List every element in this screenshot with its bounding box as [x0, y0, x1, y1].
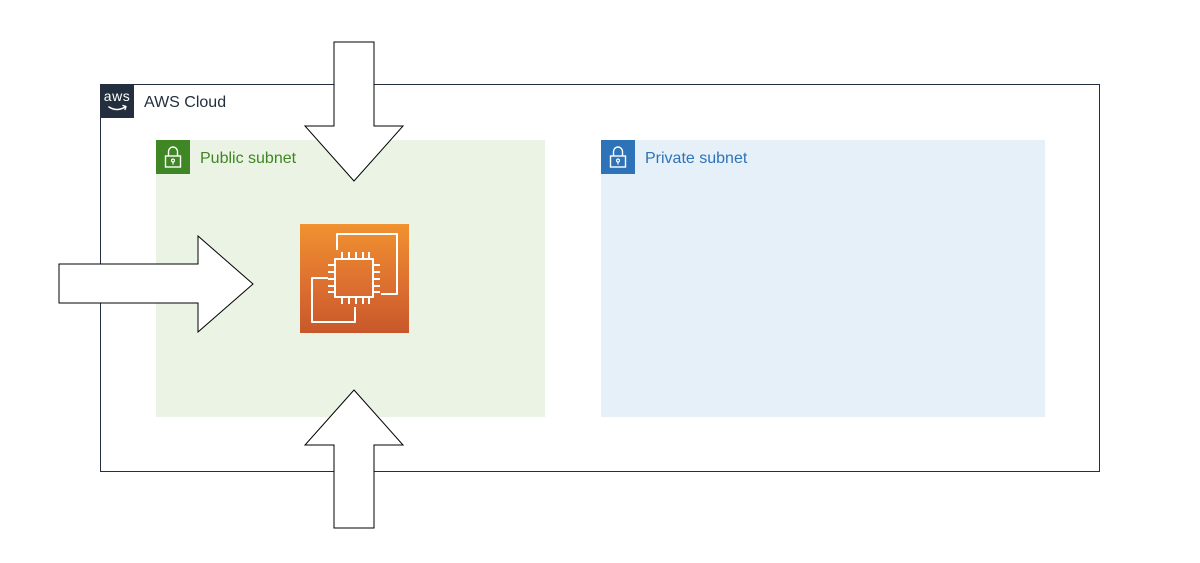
- arrow-right-icon[interactable]: [58, 234, 254, 334]
- public-subnet-label: Public subnet: [200, 150, 297, 167]
- aws-logo-icon: aws: [100, 84, 134, 118]
- arrow-down-icon[interactable]: [303, 41, 405, 182]
- arrow-up-icon[interactable]: [303, 389, 405, 529]
- ec2-instance-icon[interactable]: [300, 224, 409, 333]
- public-subnet-lock-icon: [156, 140, 190, 174]
- lock-icon: [609, 146, 627, 168]
- aws-logo-text: aws: [103, 88, 131, 104]
- lock-icon: [164, 146, 182, 168]
- private-subnet-lock-icon: [601, 140, 635, 174]
- private-subnet-group[interactable]: [601, 140, 1045, 417]
- ec2-chip-icon: [311, 233, 398, 323]
- aws-smile-icon: [108, 104, 127, 111]
- private-subnet-label: Private subnet: [645, 150, 748, 167]
- aws-cloud-label: AWS Cloud: [144, 94, 227, 111]
